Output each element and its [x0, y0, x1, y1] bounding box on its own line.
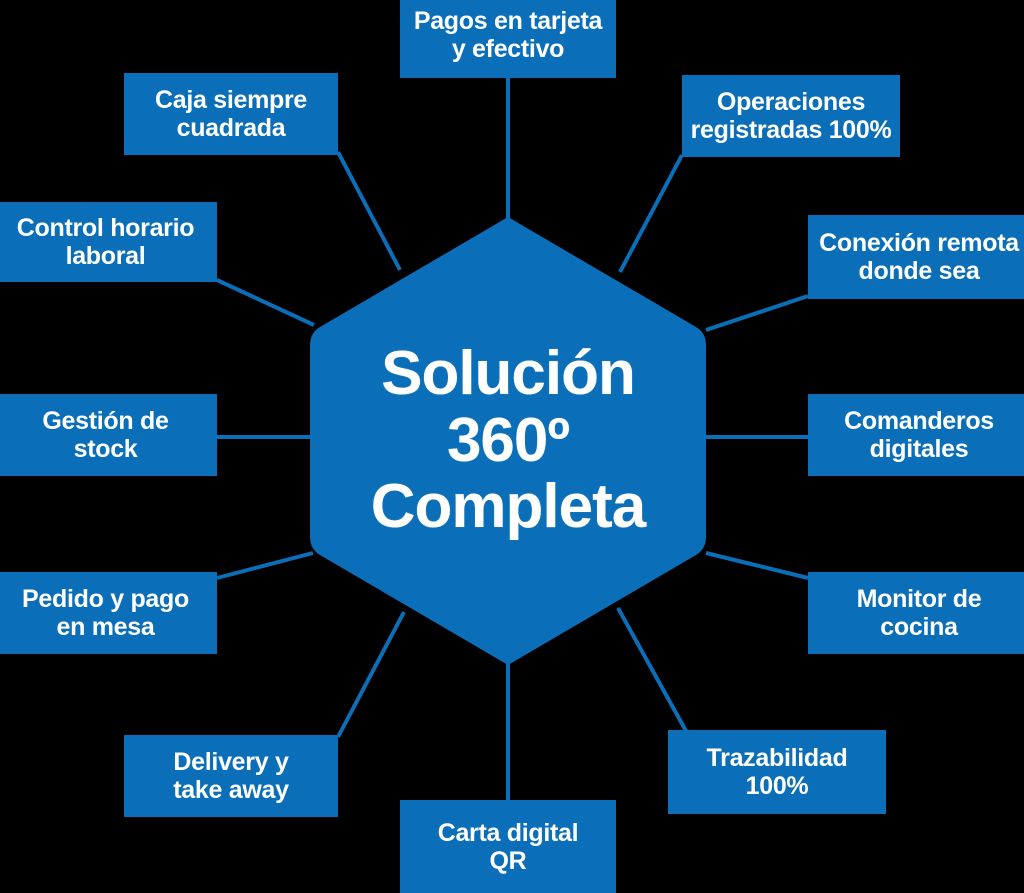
node-delivery-y-take-away[interactable]: Delivery y take away — [124, 735, 338, 817]
node-gestion-de-stock[interactable]: Gestión de stock — [0, 394, 217, 476]
hub-title-line-1: Solución — [381, 338, 636, 408]
node-label-line-2: en mesa — [56, 613, 155, 641]
node-label-line-2: QR — [489, 846, 527, 875]
node-label-line-2: take away — [173, 776, 289, 804]
node-label-line-2: stock — [73, 435, 138, 463]
node-trazabilidad[interactable]: Trazabilidad 100% — [668, 730, 886, 814]
connector-delivery — [336, 611, 406, 738]
hub-title-line-2: 360º — [446, 405, 570, 475]
node-operaciones-registradas[interactable]: Operaciones registradas 100% — [682, 75, 900, 157]
node-label-line-1: Conexión remota — [819, 229, 1019, 257]
hub-title: Solución 360º Completa — [310, 215, 706, 667]
connector-conexion — [705, 294, 809, 332]
node-label-line-2: digitales — [869, 435, 969, 463]
node-label: Carta digital QR — [438, 819, 579, 875]
node-carta-digital-qr[interactable]: Carta digital QR — [400, 800, 616, 893]
node-label-line-1: Caja siempre — [154, 86, 308, 114]
node-label-line-1: Delivery y — [173, 748, 289, 776]
hexagon-shape — [310, 217, 706, 665]
node-label-line-2: registradas 100% — [690, 116, 892, 144]
connector-pedido — [216, 551, 314, 580]
node-label: Monitor de cocina — [857, 585, 982, 641]
connector-monitor — [705, 551, 809, 580]
connector-operaciones — [618, 154, 684, 273]
node-label-line-2: donde sea — [858, 257, 980, 285]
node-label-line-2: cocina — [880, 613, 958, 641]
node-label-line-1: Carta digital — [437, 818, 579, 847]
node-pedido-y-pago-en-mesa[interactable]: Pedido y pago en mesa — [0, 572, 217, 654]
node-label-line-2: y efectivo — [451, 35, 565, 63]
node-label-line-1: Monitor de — [856, 585, 982, 613]
connector-caja — [336, 151, 402, 271]
node-label: Gestión de stock — [42, 407, 168, 463]
node-label: Comanderos digitales — [844, 407, 994, 463]
node-label-line-1: Trazabilidad — [706, 744, 848, 772]
node-label: Operaciones registradas 100% — [691, 88, 892, 144]
node-label-line-2: 100% — [745, 772, 809, 800]
node-label: Delivery y take away — [173, 748, 289, 804]
node-label-line-2: laboral — [65, 242, 146, 270]
hub-hexagon[interactable]: Solución 360º Completa — [310, 215, 706, 667]
node-label: Control horario laboral — [16, 214, 195, 270]
node-comanderos-digitales[interactable]: Comanderos digitales — [808, 394, 1024, 476]
node-monitor-de-cocina[interactable]: Monitor de cocina — [808, 572, 1024, 654]
node-label: Caja siempre cuadrada — [155, 86, 307, 142]
connector-control — [216, 278, 315, 327]
node-label: Trazabilidad 100% — [707, 744, 848, 800]
node-label-line-1: Control horario — [16, 214, 195, 242]
node-conexion-remota-donde-sea[interactable]: Conexión remota donde sea — [808, 215, 1024, 299]
connector-trazabilidad — [616, 607, 688, 732]
node-label-line-1: Pedido y pago — [22, 585, 189, 613]
node-label-line-1: Pagos en tarjeta — [413, 7, 603, 35]
node-label-line-1: Operaciones — [716, 88, 866, 116]
node-label: Pedido y pago en mesa — [22, 585, 189, 641]
node-control-horario-laboral[interactable]: Control horario laboral — [0, 202, 217, 282]
node-label: Pagos en tarjeta y efectivo — [413, 7, 603, 63]
node-label: Conexión remota donde sea — [819, 229, 1019, 285]
node-caja-siempre-cuadrada[interactable]: Caja siempre cuadrada — [124, 73, 338, 155]
node-label-line-1: Gestión de — [42, 407, 169, 435]
node-label-line-1: Comanderos — [844, 407, 994, 435]
node-label-line-2: cuadrada — [176, 114, 286, 142]
hub-title-line-3: Completa — [370, 472, 646, 542]
node-pagos-en-tarjeta-y-efectivo[interactable]: Pagos en tarjeta y efectivo — [400, 0, 616, 78]
